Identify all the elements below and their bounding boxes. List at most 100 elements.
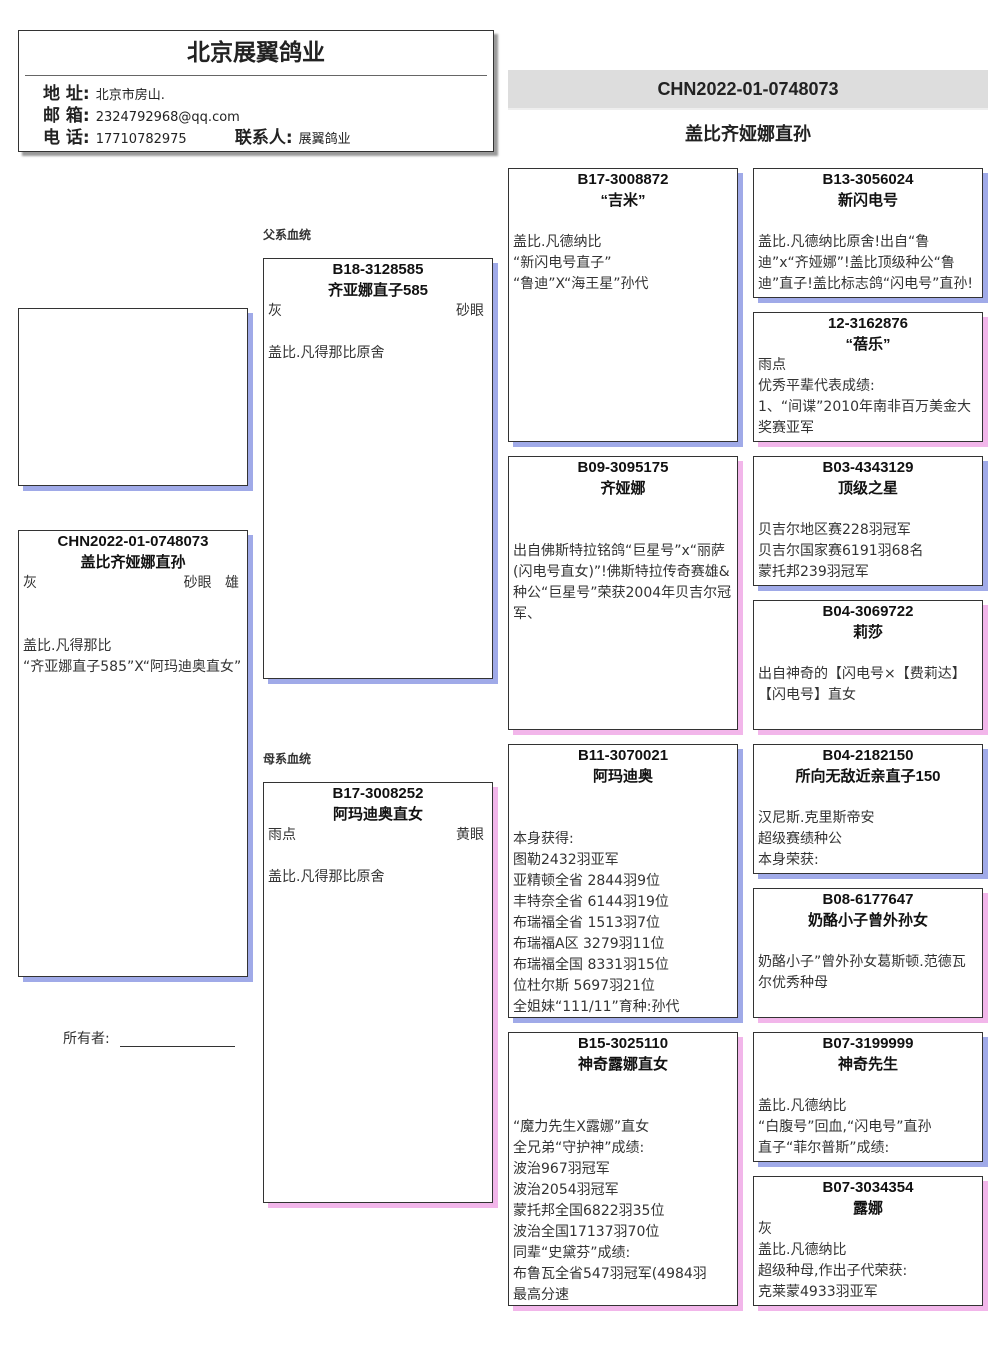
- address-value: 北京市房山.: [95, 88, 165, 103]
- pigeon-name: 奶酪小子曾外孙女: [807, 912, 928, 929]
- ring-number: B08-6177647: [822, 891, 914, 908]
- ring-number: B18-3128585: [332, 261, 424, 278]
- color: 灰: [23, 575, 37, 591]
- card-notes: 出自神奇的【闪电号×【费莉达】【闪电号】直女: [754, 664, 982, 706]
- email-label: 邮 箱:: [43, 106, 90, 126]
- note-line: 贝吉尔地区赛228羽冠军: [758, 522, 911, 538]
- color: 雨点: [268, 827, 296, 843]
- note-line: 位杜尔斯 5697羽21位: [513, 978, 655, 994]
- ring-number: 12-3162876: [827, 315, 909, 332]
- owner-blank-line[interactable]: [120, 1046, 236, 1047]
- ring-number: B04-2182150: [822, 747, 914, 764]
- pigeon-name: 齐娅娜: [600, 480, 646, 497]
- note-line: 波治967羽冠军: [513, 1161, 610, 1177]
- great-grandparent-card: 12-3162876“蓓乐”雨点优秀平辈代表成绩:1、“间谍”2010年南非百万…: [753, 312, 983, 442]
- pigeon-name: 顶级之星: [837, 480, 898, 497]
- note-line: 丰特奈全省 6144羽19位: [513, 894, 669, 910]
- note-line: 波治2054羽冠军: [513, 1182, 619, 1198]
- divider: [25, 75, 487, 76]
- top-pigeon-name: 盖比齐娅娜直孙: [685, 124, 811, 145]
- pigeon-name: 新闪电号: [837, 192, 898, 209]
- card-notes: 灰盖比.凡德纳比超级种母,作出子代荣获:克莱蒙4933羽亚军: [754, 1219, 982, 1303]
- note-line: “鲁迪”X“海王星”孙代: [513, 276, 649, 292]
- ring-number: B17-3008872: [577, 171, 669, 188]
- card-notes: 盖比.凡得那比原舍: [264, 343, 492, 364]
- great-grandparent-card: B13-3056024 新闪电号盖比.凡德纳比原舍!出自“鲁迪”x“齐娅娜”!盖比…: [753, 168, 983, 298]
- card-notes: 盖比.凡德纳比原舍!出自“鲁迪”x“齐娅娜”!盖比顶级种公“鲁迪”直子!盖比标志…: [754, 232, 982, 295]
- great-grandparent-card: B08-6177647 奶酪小子曾外孙女奶酪小子”曾外孙女葛斯顿.范德瓦尔优秀种母: [753, 888, 983, 1018]
- pigeon-name: 神奇先生: [837, 1056, 898, 1073]
- card-notes: “魔力先生X露娜”直女全兄弟“守护神”成绩:波治967羽冠军波治2054羽冠军蒙…: [509, 1117, 737, 1305]
- pigeon-name: 阿玛迪奥: [592, 768, 653, 785]
- ring-number: CHN2022-01-0748073: [57, 533, 209, 550]
- card-notes: 盖比.凡德纳比“白腹号”回血,“闪电号”直孙直子“菲尔普斯”成绩:: [754, 1096, 982, 1159]
- great-grandparent-card: B07-3199999 神奇先生盖比.凡德纳比“白腹号”回血,“闪电号”直孙直子“…: [753, 1032, 983, 1162]
- email-value: 2324792968@qq.com: [95, 110, 240, 125]
- card-notes: 盖比.凡得那比 “齐亚娜直子585”X“阿玛迪奥直女”: [19, 636, 247, 678]
- eye: 砂眼: [183, 575, 212, 591]
- note-line: 直子“菲尔普斯”成绩:: [758, 1140, 890, 1156]
- ring-number: B17-3008252: [332, 785, 424, 802]
- pigeon-name: 所向无敌近亲直子150: [795, 768, 941, 785]
- card-notes: 盖比.凡德纳比“新闪电号直子”“鲁迪”X“海王星”孙代: [509, 232, 737, 295]
- note-line: 全兄弟“守护神”成绩:: [513, 1140, 645, 1156]
- great-grandparent-card: B04-3069722 莉莎出自神奇的【闪电号×【费莉达】【闪电号】直女: [753, 600, 983, 730]
- eye: 黄眼: [456, 827, 484, 843]
- sex: 雄: [225, 575, 239, 591]
- contact-value: 展翼鸽业: [298, 132, 351, 147]
- sire-card: B18-3128585 齐亚娜直子585 灰砂眼 盖比.凡得那比原舍: [263, 258, 493, 679]
- note-line: 盖比.凡德纳比: [513, 234, 602, 250]
- card-notes: 奶酪小子”曾外孙女葛斯顿.范德瓦尔优秀种母: [754, 952, 982, 994]
- grandparent-card: B17-3008872“吉米”盖比.凡德纳比“新闪电号直子”“鲁迪”X“海王星”…: [508, 168, 738, 442]
- great-grandparent-card: B04-2182150 所向无敌近亲直子150 汉尼斯.克里斯帝安超级赛绩种公本身荣…: [753, 744, 983, 874]
- note-line: 雨点: [758, 357, 786, 373]
- note-line: 1、“间谍”2010年南非百万美金大奖赛亚军: [758, 399, 972, 436]
- ring-number: B04-3069722: [822, 603, 914, 620]
- note-line: 超级赛绩种公: [758, 831, 842, 847]
- note-line: 灰: [758, 1221, 772, 1237]
- note-line: 布瑞福全国 8331羽15位: [513, 957, 669, 973]
- note-line: 布鲁瓦全省547羽冠军(4984羽: [513, 1266, 707, 1282]
- ring-number: B15-3025110: [577, 1035, 669, 1052]
- pigeon-name: 阿玛迪奥直女: [332, 806, 423, 823]
- card-notes: 贝吉尔地区赛228羽冠军贝吉尔国家赛6191羽68名蒙托邦239羽冠军: [754, 520, 982, 583]
- note-line: 本身荣获:: [758, 852, 819, 868]
- pigeon-name: 莉莎: [852, 624, 883, 641]
- phone-value: 17710782975: [95, 132, 187, 147]
- breeder-info-card: 北京展翼鸽业 地 址:北京市房山. 邮 箱:2324792968@qq.com …: [18, 30, 494, 152]
- note-line: 盖比.凡得那比: [23, 638, 112, 654]
- owner-label: 所有者:: [63, 1031, 110, 1047]
- ring-number: B13-3056024: [822, 171, 914, 188]
- note-line: 图勒2432羽亚军: [513, 852, 619, 868]
- dam-line-label: 母系血统: [263, 752, 312, 766]
- eye: 砂眼: [456, 303, 484, 319]
- note-line: 贝吉尔国家赛6191羽68名: [758, 543, 924, 559]
- note-line: 出自神奇的【闪电号×【费莉达】【闪电号】直女: [758, 666, 966, 703]
- note-line: 超级种母,作出子代荣获:: [758, 1263, 908, 1279]
- traits-row: 雨点 黄眼: [264, 825, 492, 846]
- phone-row: 电 话: 17710782975 联系人: 展翼鸽业: [19, 128, 493, 150]
- pigeon-name: 露娜: [852, 1200, 883, 1217]
- ring-number: B09-3095175: [577, 459, 669, 476]
- note-line: 克莱蒙4933羽亚军: [758, 1284, 878, 1300]
- phone-label: 电 话:: [43, 128, 90, 148]
- note-line: “齐亚娜直子585”X“阿玛迪奥直女”: [23, 659, 242, 675]
- note-line: 盖比.凡德纳比: [758, 1098, 847, 1114]
- dam-card: B17-3008252 阿玛迪奥直女 雨点 黄眼 盖比.凡得那比原舍: [263, 782, 493, 1203]
- traits-row: 灰砂眼: [264, 301, 492, 322]
- card-notes: 盖比.凡得那比原舍: [264, 867, 492, 888]
- ring-number: B07-3199999: [822, 1035, 914, 1052]
- note-line: 盖比.凡德纳比原舍!出自“鲁迪”x“齐娅娜”!盖比顶级种公“鲁迪”直子!盖比标志…: [758, 234, 973, 292]
- note-line: 优秀平辈代表成绩:: [758, 378, 875, 394]
- pigeon-name: 神奇露娜直女: [577, 1056, 668, 1073]
- note-line: 同辈“史黛芬”成绩:: [513, 1245, 631, 1261]
- note-line: 亚精顿全省 2844羽9位: [513, 873, 660, 889]
- contact-label: 联系人:: [234, 128, 293, 148]
- note-line: 布瑞福全省 1513羽7位: [513, 915, 660, 931]
- note-line: 盖比.凡得那比原舍: [268, 345, 385, 361]
- note-line: 汉尼斯.克里斯帝安: [758, 810, 875, 826]
